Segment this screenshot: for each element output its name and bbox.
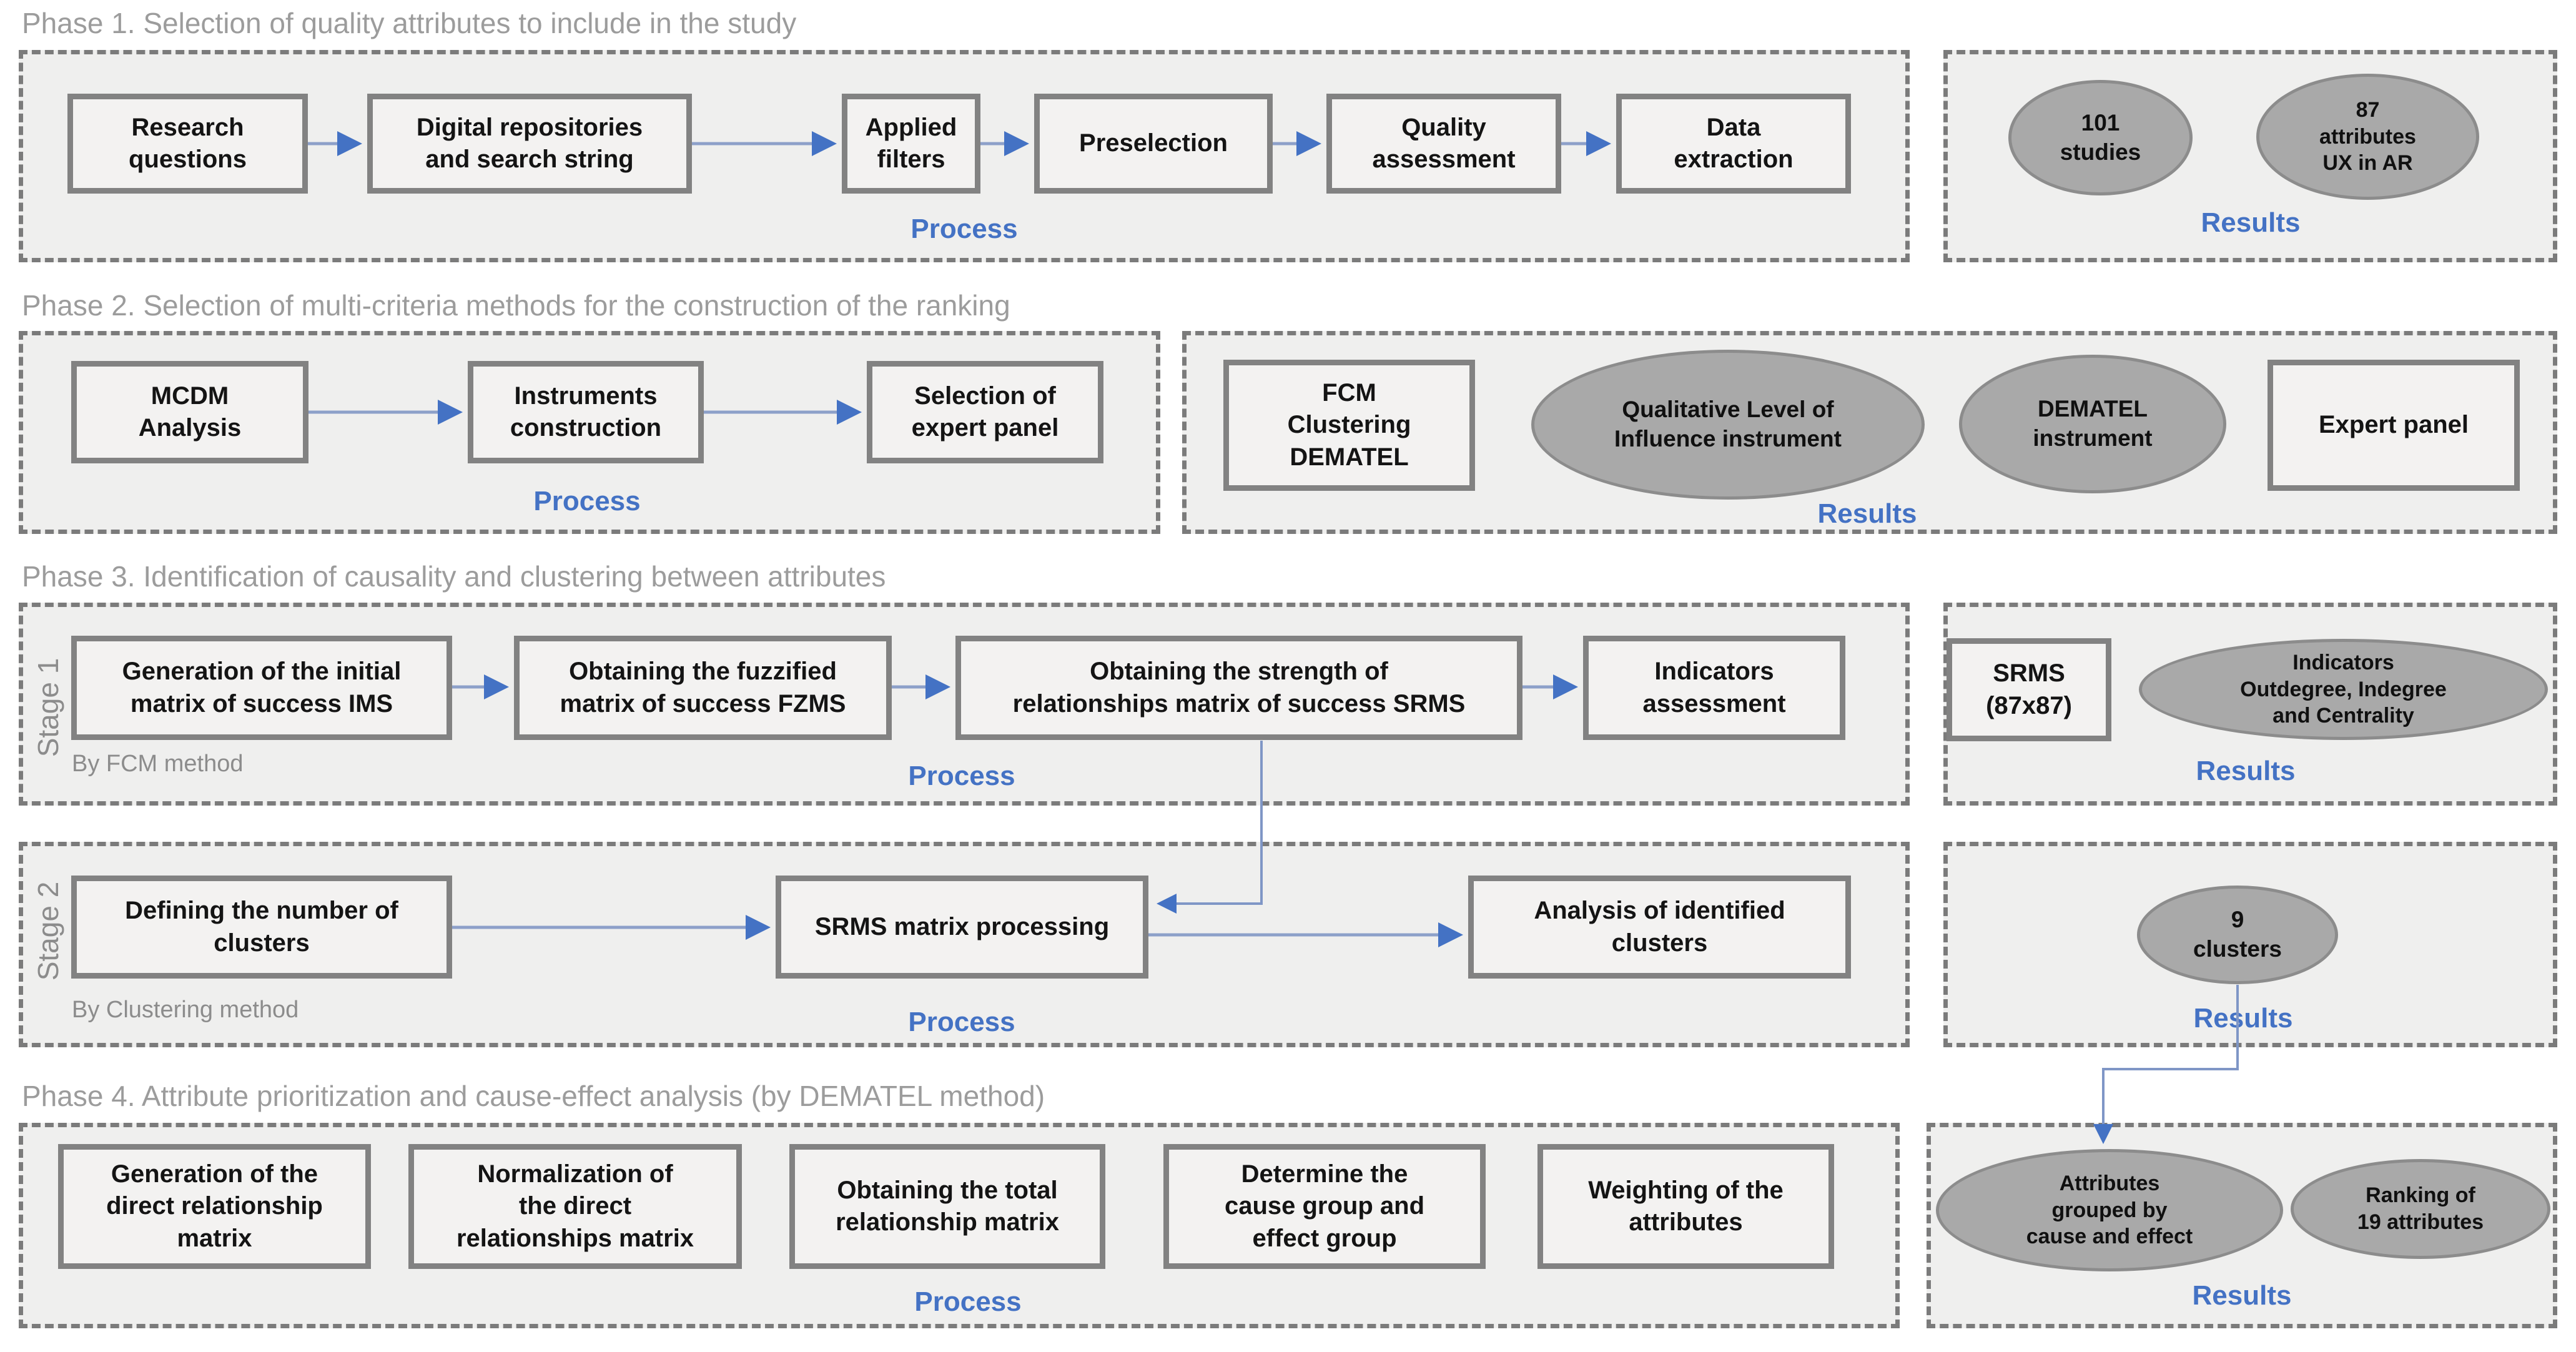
phase4-results-label: Results [2192,1280,2292,1311]
phase4-box-cause-effect-groups: Determine the cause group and effect gro… [1163,1144,1486,1269]
stage1-box-strength-matrix: Obtaining the strength of relationships … [955,636,1522,740]
phase4-box-total-matrix: Obtaining the total relationship matrix [789,1144,1105,1269]
phase1-box-preselection: Preselection [1034,94,1273,194]
phase1-box-research-questions: Research questions [67,94,308,194]
phase2-expert-panel-box: Expert panel [2268,360,2520,491]
stage2-box-analysis-clusters: Analysis of identified clusters [1468,876,1851,979]
phase1-studies-ellipse: 101 studies [2008,80,2193,195]
stage2-box-defining-clusters: Defining the number of clusters [71,876,452,979]
stage1-box-fuzzified-matrix: Obtaining the fuzzified matrix of succes… [514,636,892,740]
stage2-results-label: Results [2193,1003,2293,1034]
stage2-box-srms-processing: SRMS matrix processing [776,876,1148,979]
phase2-results-label: Results [1817,498,1917,529]
stage1-srms-matrix-box: SRMS (87x87) [1947,638,2111,741]
phase1-box-data-extraction: Data extraction [1616,94,1851,194]
stage1-box-indicators-assessment: Indicators assessment [1583,636,1845,740]
phase2-dematel-instrument-ellipse: DEMATEL instrument [1959,355,2226,493]
phase1-box-digital-repositories: Digital repositories and search string [367,94,692,194]
stage1-box-initial-matrix: Generation of the initial matrix of succ… [71,636,452,740]
stage1-indicators-ellipse: Indicators Outdegree, Indegree and Centr… [2139,639,2548,740]
stage1-process-label: Process [908,761,1015,791]
phase2-box-instruments-construction: Instruments construction [468,361,704,463]
phase2-box-mcdm-analysis: MCDM Analysis [71,361,308,463]
phase3-title: Phase 3. Identification of causality and… [22,560,886,593]
phase2-process-label: Process [533,486,641,516]
stage2-method-note: By Clustering method [72,997,299,1023]
phase2-qualitative-instrument-ellipse: Qualitative Level of Influence instrumen… [1531,350,1925,500]
phase1-box-quality-assessment: Quality assessment [1326,94,1561,194]
phase4-grouped-attributes-ellipse: Attributes grouped by cause and effect [1936,1149,2283,1271]
phase4-process-label: Process [914,1286,1022,1317]
phase1-box-applied-filters: Applied filters [842,94,980,194]
phase1-attributes-ellipse: 87 attributes UX in AR [2256,74,2479,200]
stage1-label: Stage 1 [32,658,64,757]
stage2-clusters-ellipse: 9 clusters [2137,886,2338,984]
phase2-fcm-clustering-dematel-box: FCM Clustering DEMATEL [1223,360,1475,491]
stage2-label: Stage 2 [32,881,64,981]
stage2-results-panel [1943,842,2557,1047]
phase4-box-normalization: Normalization of the direct relationship… [408,1144,742,1269]
stage1-method-note: By FCM method [72,751,244,777]
phase4-box-direct-matrix: Generation of the direct relationship ma… [58,1144,371,1269]
stage1-results-label: Results [2196,756,2296,786]
phase4-ranking-ellipse: Ranking of 19 attributes [2291,1159,2550,1259]
phase2-title: Phase 2. Selection of multi-criteria met… [22,289,1010,322]
phase2-box-expert-panel-selection: Selection of expert panel [867,361,1103,463]
phase4-title: Phase 4. Attribute prioritization and ca… [22,1080,1045,1112]
phase1-process-label: Process [910,214,1018,244]
phase1-results-label: Results [2201,207,2301,238]
phase4-box-weighting: Weighting of the attributes [1537,1144,1834,1269]
phase1-title: Phase 1. Selection of quality attributes… [22,7,797,39]
stage2-process-label: Process [908,1007,1015,1037]
